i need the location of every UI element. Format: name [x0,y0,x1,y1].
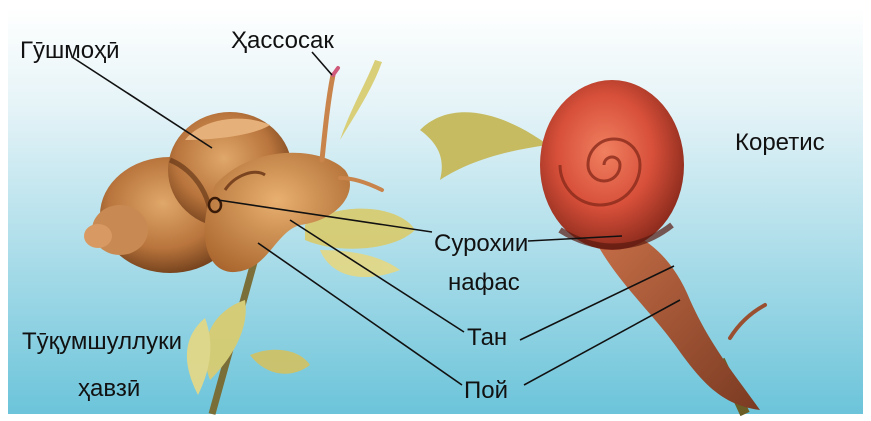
label-havzi: ҳавзӣ [78,377,140,401]
label-koretis: Коретис [735,131,825,155]
label-tukumshulluki: Тӯқумшуллуки [22,330,182,354]
label-gushmohi: Гӯшмоҳӣ [20,39,120,63]
label-tan: Тан [467,326,507,350]
label-nafas: нафас [448,271,520,295]
label-poy: Пой [464,379,508,403]
label-suroxii: Сурохии [434,232,528,256]
label-hassosak: Ҳассосак [231,29,334,53]
